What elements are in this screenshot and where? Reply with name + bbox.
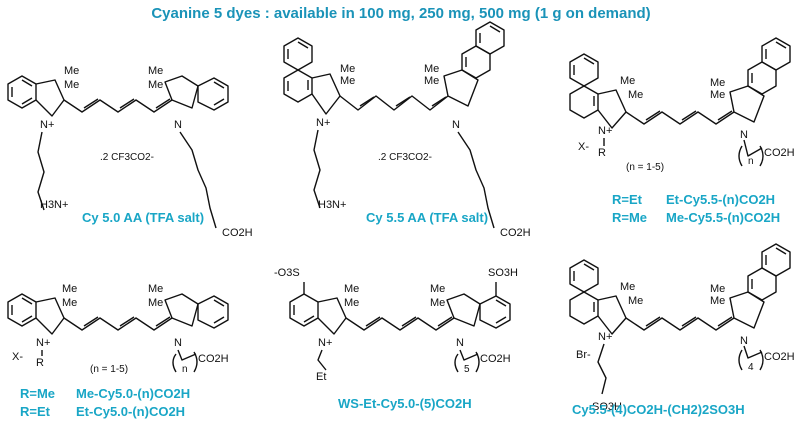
methyl-label: Me — [430, 297, 445, 309]
amine-chain — [37, 131, 45, 211]
n-plus-label: N+ — [36, 337, 50, 349]
r-variant-label: R=Me — [20, 386, 55, 401]
n-label: N — [174, 337, 182, 349]
polymethine-chain — [339, 95, 449, 111]
methyl-label: Me — [148, 297, 163, 309]
r-variant-label: R=Et — [20, 404, 51, 419]
methyl-label: Me — [620, 75, 635, 87]
n-label: N — [174, 119, 182, 131]
acid-chain — [457, 131, 495, 229]
methyl-label: Me — [424, 75, 439, 87]
sulfonic-label: SO3H — [592, 401, 622, 413]
methyl-label: Me — [710, 283, 725, 295]
methyl-label: Me — [628, 89, 643, 101]
r-group-label: R — [36, 357, 44, 369]
sulfonic-label: SO3H — [488, 267, 518, 279]
methyl-label: Me — [64, 79, 79, 91]
n-plus-label: N+ — [598, 331, 612, 343]
right-benzene-ring — [479, 295, 511, 329]
methyl-label: Me — [340, 63, 355, 75]
acid-label: CO2H — [222, 227, 253, 239]
n-plus-label: N+ — [40, 119, 54, 131]
compound-name: Cy 5.0 AA (TFA salt) — [82, 210, 204, 225]
figure-title: Cyanine 5 dyes : available in 100 mg, 25… — [151, 5, 650, 22]
methyl-label: Me — [62, 283, 77, 295]
n-label: N — [740, 335, 748, 347]
compound-ws-et-cy50: -O3S Me Me N+ Et Me Me N SO3H 5 CO2H WS-… — [274, 267, 518, 411]
n-label: N — [452, 119, 460, 131]
methyl-label: Me — [620, 281, 635, 293]
right-upper-benzo-ring — [475, 21, 505, 55]
right-upper-benzo-ring — [761, 37, 791, 71]
compound-name: Et-Cy5.5-(n)CO2H — [666, 192, 775, 207]
methyl-label: Me — [430, 283, 445, 295]
sulfonate-label: -O3S — [274, 267, 300, 279]
anion-label: X- — [578, 141, 589, 153]
r-variant-label: R=Me — [612, 210, 647, 225]
counterion-label: .2 CF3CO2- — [378, 152, 432, 163]
polymethine-chain — [625, 111, 735, 125]
acid-label: CO2H — [764, 351, 795, 363]
compound-r-cy55-nco2h: Me Me N+ R X- Me Me N n CO2H (n = 1-5) R… — [569, 37, 795, 225]
acid-label: CO2H — [500, 227, 531, 239]
methyl-label: Me — [340, 75, 355, 87]
methyl-label: Me — [710, 77, 725, 89]
amine-label: H3N+ — [318, 199, 346, 211]
methyl-label: Me — [62, 297, 77, 309]
n-plus-label: N+ — [318, 337, 332, 349]
methyl-label: Me — [710, 89, 725, 101]
methyl-label: Me — [64, 65, 79, 77]
compound-name: Me-Cy5.5-(n)CO2H — [666, 210, 780, 225]
n-subscript: n — [748, 156, 754, 167]
compound-name: Me-Cy5.0-(n)CO2H — [76, 386, 190, 401]
compound-name: Cy 5.5 AA (TFA salt) — [366, 210, 488, 225]
compound-cy55-sulfoethyl: Me Me N+ Br- SO3H Me Me N 4 CO2H Cy5.5-(… — [569, 243, 795, 417]
compound-name: WS-Et-Cy5.0-(5)CO2H — [338, 396, 472, 411]
methyl-label: Me — [710, 295, 725, 307]
r-group-label: R — [598, 147, 606, 159]
n-range-label: (n = 1-5) — [90, 364, 128, 375]
polymethine-chain — [63, 317, 173, 331]
compound-name: Et-Cy5.0-(n)CO2H — [76, 404, 185, 419]
counterion-label: .2 CF3CO2- — [100, 152, 154, 163]
ethyl-label: Et — [316, 371, 326, 383]
n-label: N — [740, 129, 748, 141]
n-subscript: n — [182, 364, 188, 375]
right-benzene-ring — [197, 295, 229, 329]
compound-r-cy50-nco2h: Me Me N+ R X- Me Me N n CO2H (n = 1-5) R… — [7, 283, 229, 419]
polymethine-chain — [345, 317, 455, 331]
polymethine-chain — [625, 317, 735, 331]
acid-label: CO2H — [480, 353, 511, 365]
n-subscript: 4 — [748, 362, 754, 373]
acid-chain — [179, 131, 217, 229]
n-label: N — [456, 337, 464, 349]
right-upper-benzo-ring — [761, 243, 791, 277]
methyl-label: Me — [424, 63, 439, 75]
n-range-label: (n = 1-5) — [626, 162, 664, 173]
polymethine-chain — [63, 99, 173, 113]
methyl-label: Me — [628, 295, 643, 307]
amine-label: H3N+ — [40, 199, 68, 211]
acid-label: CO2H — [198, 353, 229, 365]
n-plus-label: N+ — [316, 117, 330, 129]
compound-cy50-aa: Me Me N+ Me Me N H3N+ CO2H .2 CF3CO2- Cy… — [7, 65, 253, 239]
acid-label: CO2H — [764, 147, 795, 159]
n-subscript: 5 — [464, 364, 470, 375]
methyl-label: Me — [344, 283, 359, 295]
methyl-label: Me — [148, 65, 163, 77]
anion-label: X- — [12, 351, 23, 363]
n-plus-label: N+ — [598, 125, 612, 137]
compound-name: Cy5.5-(4)CO2H-(CH2)2SO3H — [572, 402, 745, 417]
r-variant-label: R=Et — [612, 192, 643, 207]
right-benzene-ring — [197, 77, 229, 111]
methyl-label: Me — [148, 283, 163, 295]
methyl-label: Me — [344, 297, 359, 309]
methyl-label: Me — [148, 79, 163, 91]
compound-cy55-aa: Me Me N+ Me Me N H3N+ CO2H .2 CF3CO2- Cy… — [283, 21, 531, 239]
anion-label: Br- — [576, 349, 591, 361]
amine-chain — [313, 129, 321, 209]
